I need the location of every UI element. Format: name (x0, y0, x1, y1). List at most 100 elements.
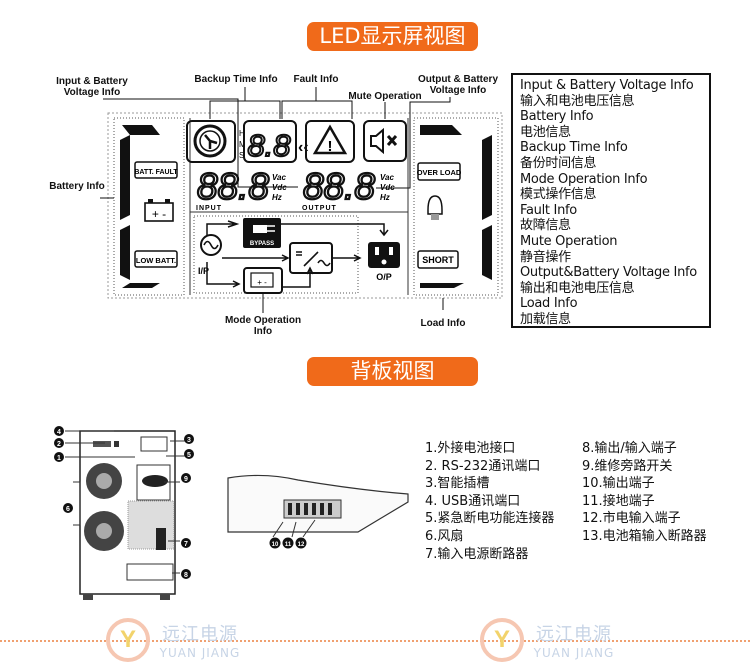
clock-icon (193, 124, 227, 158)
svg-text:9: 9 (184, 476, 188, 483)
footer-divider (0, 640, 750, 642)
legend-item: 故障信息 (520, 218, 571, 234)
ip-label: I/P (198, 266, 209, 276)
part-item: 8.输出/输入端子 (582, 441, 677, 456)
svg-text:7: 7 (184, 541, 188, 548)
legend-item: Load Info (520, 296, 578, 312)
watermark-logo: Y (480, 618, 524, 662)
over-load-label: OVER LOAD (417, 168, 462, 177)
part-item: 2. RS-232通讯端口 (425, 458, 541, 474)
output-unit-hz: Hz (380, 193, 390, 202)
part-item: 12.市电输入端子 (582, 511, 681, 527)
svg-text:3: 3 (187, 437, 191, 444)
svg-text:5: 5 (187, 452, 191, 459)
callout-mute: Mute Operation (348, 91, 422, 102)
svg-text:8: 8 (184, 572, 188, 579)
part-item: 9.维修旁路开关 (582, 458, 673, 474)
ac-input-icon (200, 234, 222, 256)
part-item: 10.输出端子 (582, 476, 655, 492)
svg-text:12: 12 (298, 542, 305, 548)
led-section-title: LED显示屏视图 (307, 22, 478, 51)
watermark-cn: 远江电源 (162, 624, 238, 645)
inverter-icon (289, 242, 333, 274)
legend-item: Mute Operation (520, 233, 618, 249)
part-item: 6.风扇 (425, 528, 464, 544)
legend-box: Input & Battery Voltage Info 输入和电池电压信息 B… (511, 73, 711, 328)
legend-item: Fault Info (520, 202, 577, 218)
part-item: 11.接地端子 (582, 493, 655, 509)
batt-fault-label: BATT. FAULT (134, 169, 178, 176)
legend-item: Output&Battery Voltage Info (520, 265, 697, 281)
lcd-diagram: BATT. FAULT + - LOW BATT. H M S 8.8 ‹‹ !… (100, 87, 503, 313)
part-item: 5.紧急断电功能连接器 (425, 511, 555, 527)
input-unit-hz: Hz (272, 193, 282, 202)
svg-text:!: ! (328, 138, 333, 155)
legend-item: Mode Operation Info (520, 171, 648, 187)
output-segments: 88.8 (303, 166, 375, 207)
battery-icon: + - (144, 199, 174, 222)
callout-number: 4 2 1 6 3 5 9 7 8 (54, 426, 194, 579)
watermark-en: YUAN JIANG (159, 646, 241, 660)
legend-item: Input & Battery Voltage Info (520, 78, 694, 93)
watermark: 远江电源 YUAN JIANG (524, 620, 624, 660)
part-item: 7.输入电源断路器 (425, 546, 529, 562)
fan-icon (86, 463, 122, 499)
legend-item: 静音操作 (520, 249, 571, 265)
legend-item: Battery Info (520, 109, 594, 125)
output-unit-vac: Vac (380, 173, 394, 182)
callout-output-battery: Output & Battery Voltage Info (418, 74, 498, 96)
callout-number: 10 11 12 (269, 537, 307, 549)
svg-text:2: 2 (57, 441, 61, 448)
svg-text:11: 11 (285, 542, 292, 548)
outlet-icon (368, 242, 400, 268)
low-batt-label: LOW BATT. (136, 256, 176, 265)
mute-icon (370, 127, 398, 155)
battery-panel (113, 117, 185, 296)
callout-battery: Battery Info (49, 181, 105, 192)
load-panel (413, 117, 499, 296)
rear-panel-diagram: 4 2 1 6 3 5 9 7 8 10 11 12 (54, 426, 409, 600)
backup-time-segments: 8.8 (247, 128, 291, 163)
legend-item: 输入和电池电压信息 (520, 93, 635, 109)
legend-item: 模式操作信息 (520, 187, 597, 203)
watermark: 远江电源 YUAN JIANG (150, 620, 250, 660)
fault-warning-icon: ! (312, 124, 348, 155)
input-unit-vac: Vac (272, 173, 286, 182)
hms-h: H (239, 129, 245, 138)
watermark-cn: 远江电源 (536, 624, 612, 645)
svg-text:1: 1 (57, 455, 61, 462)
hms-s: S (239, 151, 244, 160)
part-item: 1.外接电池接口 (425, 441, 516, 456)
callout-input-battery: Input & Battery Voltage Info (56, 76, 128, 98)
bulb-icon (427, 195, 443, 220)
svg-text:4: 4 (57, 429, 61, 436)
legend-item: 输出和电池电压信息 (520, 280, 635, 296)
legend-item: 加载信息 (520, 311, 571, 327)
svg-text:6: 6 (66, 506, 70, 513)
callout-load: Load Info (420, 318, 466, 329)
svg-text:‹‹: ‹‹ (298, 139, 309, 156)
svg-text:+ -: + - (152, 207, 166, 221)
part-item: 13.电池箱输入断路器 (582, 528, 707, 544)
rear-section-title: 背板视图 (307, 357, 478, 386)
fan-icon (84, 511, 124, 551)
part-item: 4. USB通讯端口 (425, 493, 521, 509)
hms-m: M (239, 140, 246, 149)
bypass-label: BYPASS (250, 241, 274, 247)
svg-text:10: 10 (272, 542, 279, 548)
op-label: O/P (376, 272, 392, 282)
input-label: INPUT (196, 205, 222, 212)
short-label: SHORT (422, 255, 454, 265)
watermark-en: YUAN JIANG (533, 646, 615, 660)
legend-item: Backup Time Info (520, 140, 628, 156)
callout-mode: Mode Operation Info (224, 315, 302, 337)
svg-text:+ -: + - (257, 278, 267, 287)
bypass-icon: BYPASS (243, 218, 281, 248)
output-label: OUTPUT (302, 205, 337, 212)
legend-item: 电池信息 (520, 124, 571, 140)
callout-fault: Fault Info (293, 74, 339, 85)
watermark-logo: Y (106, 618, 150, 662)
part-item: 3.智能插槽 (425, 476, 490, 492)
battery-mode-icon: + - (243, 267, 283, 294)
